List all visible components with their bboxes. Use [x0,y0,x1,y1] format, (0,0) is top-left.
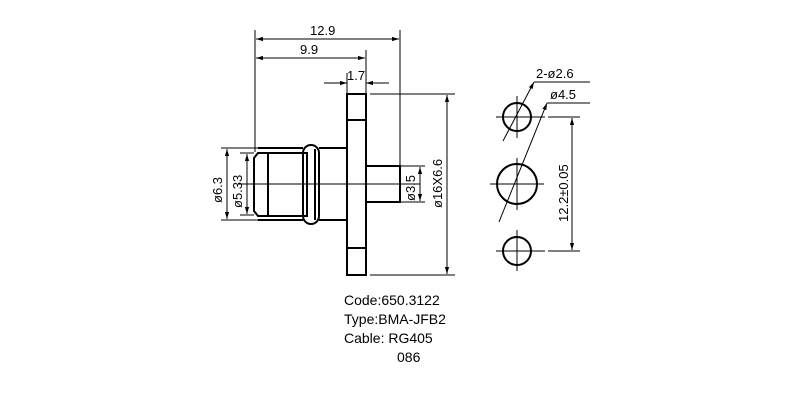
cable-type: Cable: RG405 [344,330,433,346]
dimension-pin-diameter: ø3.5 [400,165,425,203]
label-hole-spacing: 12.2±0.05 [556,164,571,222]
dimension-body-length: 9.9 [256,42,367,93]
front-view: 2-ø2.6 ø4.5 12.2±0.05 [490,66,590,271]
part-type: Type:BMA-JFB2 [344,311,446,327]
label-9-9: 9.9 [300,42,318,57]
label-center-hole: ø4.5 [550,87,576,102]
o-ring [302,144,320,225]
dimension-inner-diameter: ø5.33 [230,152,254,216]
label-6-3: ø6.3 [210,177,225,203]
part-info: Code:650.3122 Type:BMA-JFB2 Cable: RG405… [344,291,446,367]
label-1-7: 1.7 [347,68,365,83]
side-view [238,93,420,276]
label-3-5: ø3.5 [403,175,418,201]
front-cylinder [253,152,308,217]
rear-pin [365,165,401,203]
dimension-overall-length: 12.9 [254,23,401,165]
label-16x6-6: ø16X6.6 [430,159,445,208]
label-5-33: ø5.33 [230,175,245,208]
dimension-flange-size: ø16X6.6 [370,93,455,276]
reference-number: 086 [397,349,421,365]
dimension-outer-diameter: ø6.3 [210,147,258,221]
dimension-flange-thickness: 1.7 [324,68,389,93]
label-12-9: 12.9 [310,23,335,38]
label-2-holes: 2-ø2.6 [536,66,574,81]
part-code: Code:650.3122 [344,292,440,308]
